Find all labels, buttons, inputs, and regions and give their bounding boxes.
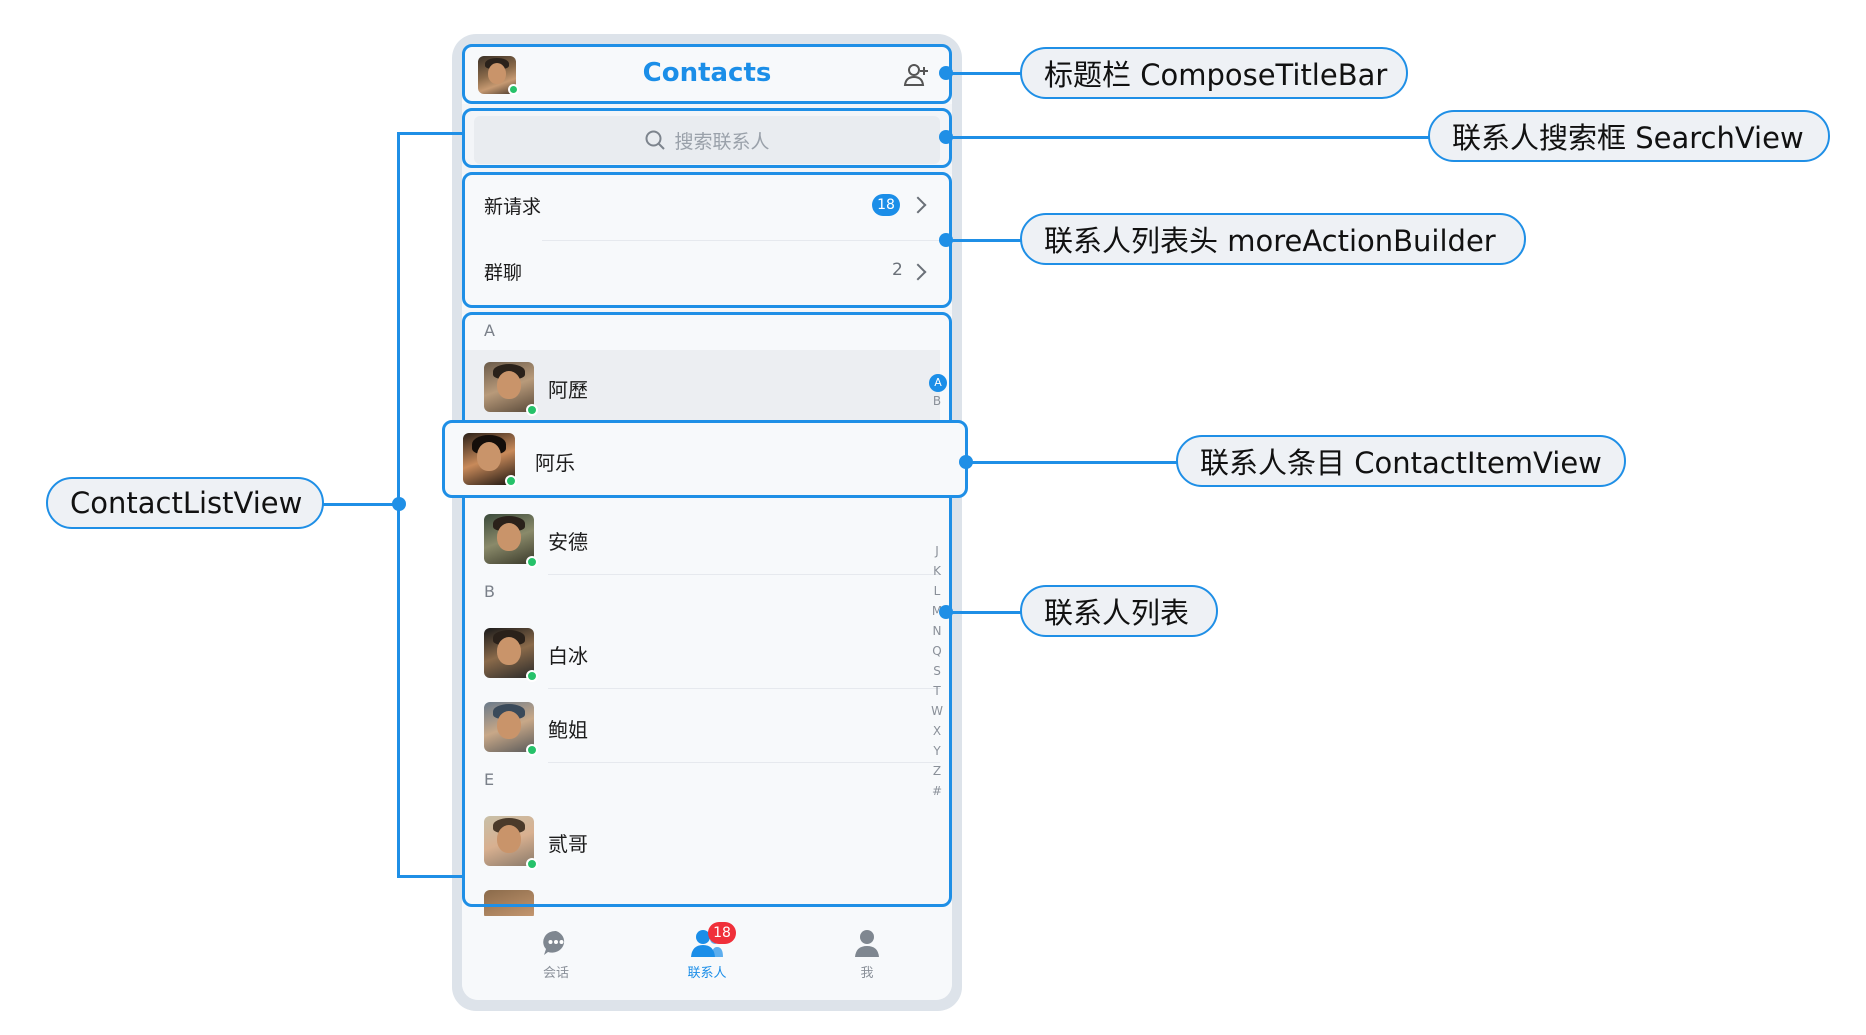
contacts-tab-badge: 18 [708,922,736,944]
list-header [462,174,952,310]
section-letter: B [484,582,495,601]
index-letter[interactable]: W [931,704,943,718]
person-icon[interactable] [852,928,882,958]
contact-avatar [484,514,534,564]
connector-line [946,239,1021,242]
contact-name[interactable]: 鲍姐 [548,718,588,742]
app-screen: Contacts 搜索联系人 新请求 18 群聊 2 A 阿歷 安德 B [462,44,952,1000]
index-letter[interactable]: T [933,684,941,698]
index-letter[interactable]: Q [932,644,942,658]
connector-line [398,875,464,878]
divider [548,688,940,689]
new-requests-label[interactable]: 新请求 [484,196,542,218]
title-bar: Contacts [462,44,952,104]
annotation-item-view: 联系人条目 ContactItemView [1176,435,1626,487]
page-title: Contacts [642,58,772,88]
tab-me-label[interactable]: 我 [860,966,874,981]
connector-line [946,136,1430,139]
index-letter[interactable]: K [933,564,941,578]
search-icon [645,130,666,150]
chat-icon[interactable] [541,928,571,958]
contact-avatar [484,702,534,752]
connector-line [398,132,464,135]
group-chat-count: 2 [892,260,903,280]
new-requests-badge: 18 [872,194,900,216]
connector-line [946,611,1021,614]
section-letter: E [484,770,495,789]
contact-avatar [484,816,534,866]
divider [548,574,940,575]
tab-contacts-label[interactable]: 联系人 [687,966,727,981]
add-person-icon[interactable] [903,61,931,89]
search-placeholder: 搜索联系人 [674,130,770,153]
connector-line [946,72,1021,75]
annotation-search-view: 联系人搜索框 SearchView [1428,110,1830,162]
online-indicator [526,556,538,568]
contact-avatar [484,628,534,678]
divider [542,240,952,241]
divider [548,762,940,763]
index-letter[interactable]: L [933,584,941,598]
online-indicator [508,84,519,95]
connector-line [966,461,1178,464]
connector-line [322,503,398,506]
annotation-list: 联系人列表 [1020,585,1218,637]
index-letter[interactable]: # [931,784,943,798]
search-view-highlight [462,108,952,168]
search-input[interactable]: 搜索联系人 [474,116,940,164]
annotation-header: 联系人列表头 moreActionBuilder [1020,213,1526,265]
contact-name: 阿歷 [548,378,588,402]
contact-list-highlight [462,312,952,907]
header-highlight [462,172,952,308]
section-letter: A [484,321,495,340]
group-chat-label[interactable]: 群聊 [484,262,523,284]
index-letter[interactable]: A [929,374,947,392]
index-letter[interactable]: S [933,664,941,678]
contact-name[interactable]: 安德 [548,530,588,554]
title-bar-highlight [462,44,952,104]
online-indicator [526,744,538,756]
index-letter[interactable]: Y [933,744,941,758]
contact-avatar [463,433,515,485]
connector-dot [392,497,406,511]
index-letter[interactable]: J [935,544,939,558]
contact-name[interactable]: 白冰 [548,644,588,668]
tab-chats-label[interactable]: 会话 [542,966,569,981]
annotation-list-view: ContactListView [46,477,324,529]
list-item[interactable] [462,350,940,422]
annotation-title-bar: 标题栏 ComposeTitleBar [1020,47,1408,99]
index-letter[interactable]: M [931,604,943,618]
index-letter[interactable]: X [932,724,942,738]
online-indicator [526,670,538,682]
index-letter[interactable]: B [932,394,942,408]
online-indicator [505,475,517,487]
contact-name[interactable]: 贰哥 [548,832,588,856]
online-indicator [526,404,538,416]
contact-avatar [484,362,534,412]
contact-item-view[interactable]: 阿乐 [442,420,968,498]
online-indicator [526,858,538,870]
index-letter[interactable]: N [932,624,942,638]
index-letter[interactable]: Z [932,764,942,778]
bottom-tab-bar: 会话 18 联系人 我 [462,916,952,1000]
contact-name: 阿乐 [535,451,575,475]
